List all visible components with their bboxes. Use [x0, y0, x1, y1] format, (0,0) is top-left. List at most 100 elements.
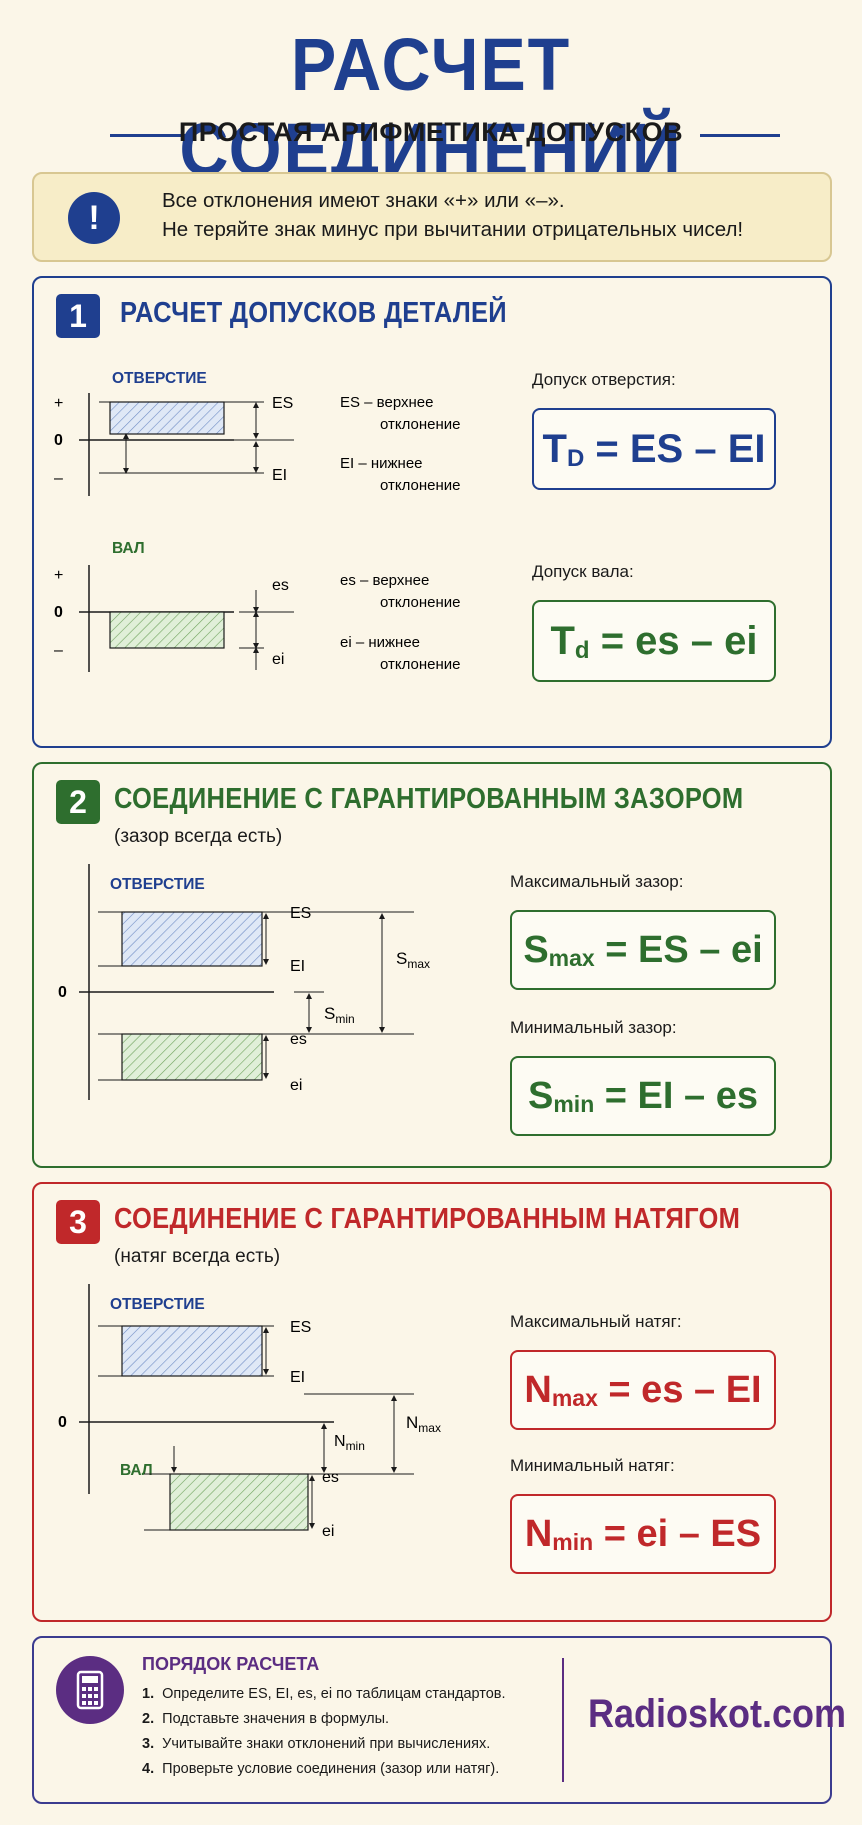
es-definition-1: ES – верхнее — [340, 394, 433, 411]
hole-tolerance-formula: TD = ES – EI — [532, 408, 776, 490]
minus-sign: – — [54, 642, 63, 659]
formula-rest: = EI – es — [594, 1075, 758, 1117]
section-subtitle: (натяг всегда есть) — [114, 1246, 281, 1267]
es-definition-2: отклонение — [380, 594, 461, 611]
es-label: es — [322, 1469, 339, 1486]
interference-fit-diagram: 0 ES EI es ei Nmin Nmax — [58, 1284, 441, 1540]
section-part-tolerances: 1 РАСЧЕТ ДОПУСКОВ ДЕТАЛЕЙ ОТВЕРСТИЕ + 0 … — [32, 276, 832, 748]
formula-rest: = ES – EI — [584, 427, 766, 471]
section-number: 3 — [56, 1200, 100, 1244]
shaft-zone — [169, 1473, 309, 1531]
formula-sub: min — [553, 1091, 595, 1118]
nmax-label: Nmax — [406, 1413, 441, 1435]
formula-main: N — [524, 1369, 552, 1411]
es-label: es — [272, 577, 289, 594]
ei-definition-1: EI – нижнее — [340, 455, 423, 472]
section-calculation-order: ПОРЯДОК РАСЧЕТА 1. Определите ES, EI, es… — [32, 1636, 846, 1804]
ei-definition-1: ei – нижнее — [340, 634, 420, 651]
smin-label: Smin — [324, 1004, 355, 1026]
hole-label: ОТВЕРСТИЕ — [110, 1296, 205, 1313]
ei-definition-2: отклонение — [380, 477, 461, 494]
section-subtitle: (зазор всегда есть) — [114, 826, 283, 847]
ei-label: EI — [272, 467, 287, 484]
EI-label: EI — [290, 1369, 305, 1386]
section-title: РАСЧЕТ ДОПУСКОВ ДЕТАЛЕЙ — [120, 297, 507, 329]
formula-main: N — [524, 1513, 553, 1555]
section-title: СОЕДИНЕНИЕ С ГАРАНТИРОВАННЫМ ЗАЗОРОМ — [114, 783, 744, 815]
warning-banner: ! Все отклонения имеют знаки «+» или «–»… — [32, 172, 832, 262]
formula-sub: max — [548, 945, 595, 972]
hole-zone — [121, 911, 263, 967]
ei-label: ei — [272, 651, 284, 668]
divider — [562, 1658, 564, 1782]
plus-sign: + — [54, 395, 63, 412]
clearance-fit-diagram: 0 ES EI es ei Smin Smax — [58, 864, 430, 1100]
hole-tolerance-caption: Допуск отверстия: — [532, 370, 676, 389]
nmin-label: Nmin — [334, 1433, 365, 1453]
hole-zone — [121, 1325, 263, 1377]
section-interference-fit: 3 СОЕДИНЕНИЕ С ГАРАНТИРОВАННЫМ НАТЯГОМ (… — [32, 1182, 832, 1622]
hole-label: ОТВЕРСТИЕ — [110, 876, 205, 893]
list-item: 4. Проверьте условие соединения (зазор и… — [142, 1761, 500, 1777]
list-item: 1. Определите ES, EI, es, ei по таблицам… — [142, 1686, 506, 1702]
warning-text: Все отклонения имеют знаки «+» или «–». … — [162, 186, 743, 244]
EI-label: EI — [290, 958, 305, 975]
section-number: 2 — [56, 780, 100, 824]
page-title: РАСЧЕТ СОЕДИНЕНИЙ — [179, 23, 683, 191]
formula-main: S — [523, 929, 549, 971]
section-number: 1 — [56, 294, 100, 338]
shaft-tolerance-diagram: + 0 – es ei es – верхнее отклонение ei –… — [54, 565, 461, 673]
hole-tolerance-diagram: + 0 – ES EI ES – верхнее отклонение EI –… — [54, 393, 461, 496]
subtitle-rule-right — [700, 134, 780, 137]
formula-rest: = es – ei — [589, 619, 758, 663]
max-interference-caption: Максимальный натяг: — [510, 1312, 682, 1331]
shaft-tolerance-zone — [109, 611, 225, 649]
plus-sign: + — [54, 567, 63, 584]
ei-definition-2: отклонение — [380, 656, 461, 673]
ei-label: ei — [290, 1077, 302, 1094]
es-definition-2: отклонение — [380, 416, 461, 433]
min-clearance-formula: Smin = EI – es — [510, 1056, 776, 1136]
shaft-zone — [121, 1033, 263, 1081]
minus-sign: – — [54, 470, 63, 487]
zero-mark: 0 — [58, 984, 67, 1001]
subtitle-rule-left — [110, 134, 186, 137]
subtitle-block: ПРОСТАЯ АРИФМЕТИКА ДОПУСКОВ — [0, 117, 862, 153]
formula-sub: d — [574, 637, 590, 665]
brand-link[interactable]: Radioskot.com — [588, 1692, 847, 1736]
page-subtitle: ПРОСТАЯ АРИФМЕТИКА ДОПУСКОВ — [178, 117, 684, 147]
section-title: СОЕДИНЕНИЕ С ГАРАНТИРОВАННЫМ НАТЯГОМ — [114, 1203, 741, 1235]
hole-tolerance-zone — [109, 401, 225, 435]
smax-label: Smax — [396, 949, 430, 971]
zero-mark: 0 — [54, 432, 63, 449]
zero-mark: 0 — [58, 1414, 67, 1431]
ES-label: ES — [290, 1319, 311, 1336]
list-item: 3. Учитывайте знаки отклонений при вычис… — [142, 1736, 491, 1752]
shaft-label: ВАЛ — [112, 540, 145, 557]
formula-T: T — [542, 427, 567, 471]
steps-list: 1. Определите ES, EI, es, ei по таблицам… — [142, 1682, 506, 1782]
formula-T: T — [550, 619, 575, 663]
shaft-tolerance-caption: Допуск вала: — [532, 562, 634, 581]
section-clearance-fit: 2 СОЕДИНЕНИЕ С ГАРАНТИРОВАННЫМ ЗАЗОРОМ (… — [32, 762, 832, 1168]
formula-rest: = es – EI — [597, 1369, 762, 1411]
max-interference-formula: Nmax = es – EI — [510, 1350, 776, 1430]
min-interference-caption: Минимальный натяг: — [510, 1456, 675, 1475]
es-label: es — [290, 1031, 307, 1048]
es-definition-1: es – верхнее — [340, 572, 429, 589]
min-interference-formula: Nmin = ei – ES — [510, 1494, 776, 1574]
warning-line-2: Не теряйте знак минус при вычитании отри… — [162, 218, 744, 241]
formula-main: S — [528, 1075, 554, 1117]
ei-label: ei — [322, 1523, 334, 1540]
formula-rest: = ES – ei — [594, 929, 763, 971]
max-clearance-caption: Максимальный зазор: — [510, 872, 684, 891]
formula-rest: = ei – ES — [593, 1513, 762, 1555]
hole-label: ОТВЕРСТИЕ — [112, 370, 207, 387]
ES-label: ES — [290, 905, 311, 922]
list-item: 2. Подставьте значения в формулы. — [142, 1711, 390, 1727]
min-clearance-caption: Минимальный зазор: — [510, 1018, 677, 1037]
es-label: ES — [272, 395, 293, 412]
formula-sub: max — [551, 1385, 598, 1412]
calculator-icon — [56, 1656, 124, 1724]
max-clearance-formula: Smax = ES – ei — [510, 910, 776, 990]
